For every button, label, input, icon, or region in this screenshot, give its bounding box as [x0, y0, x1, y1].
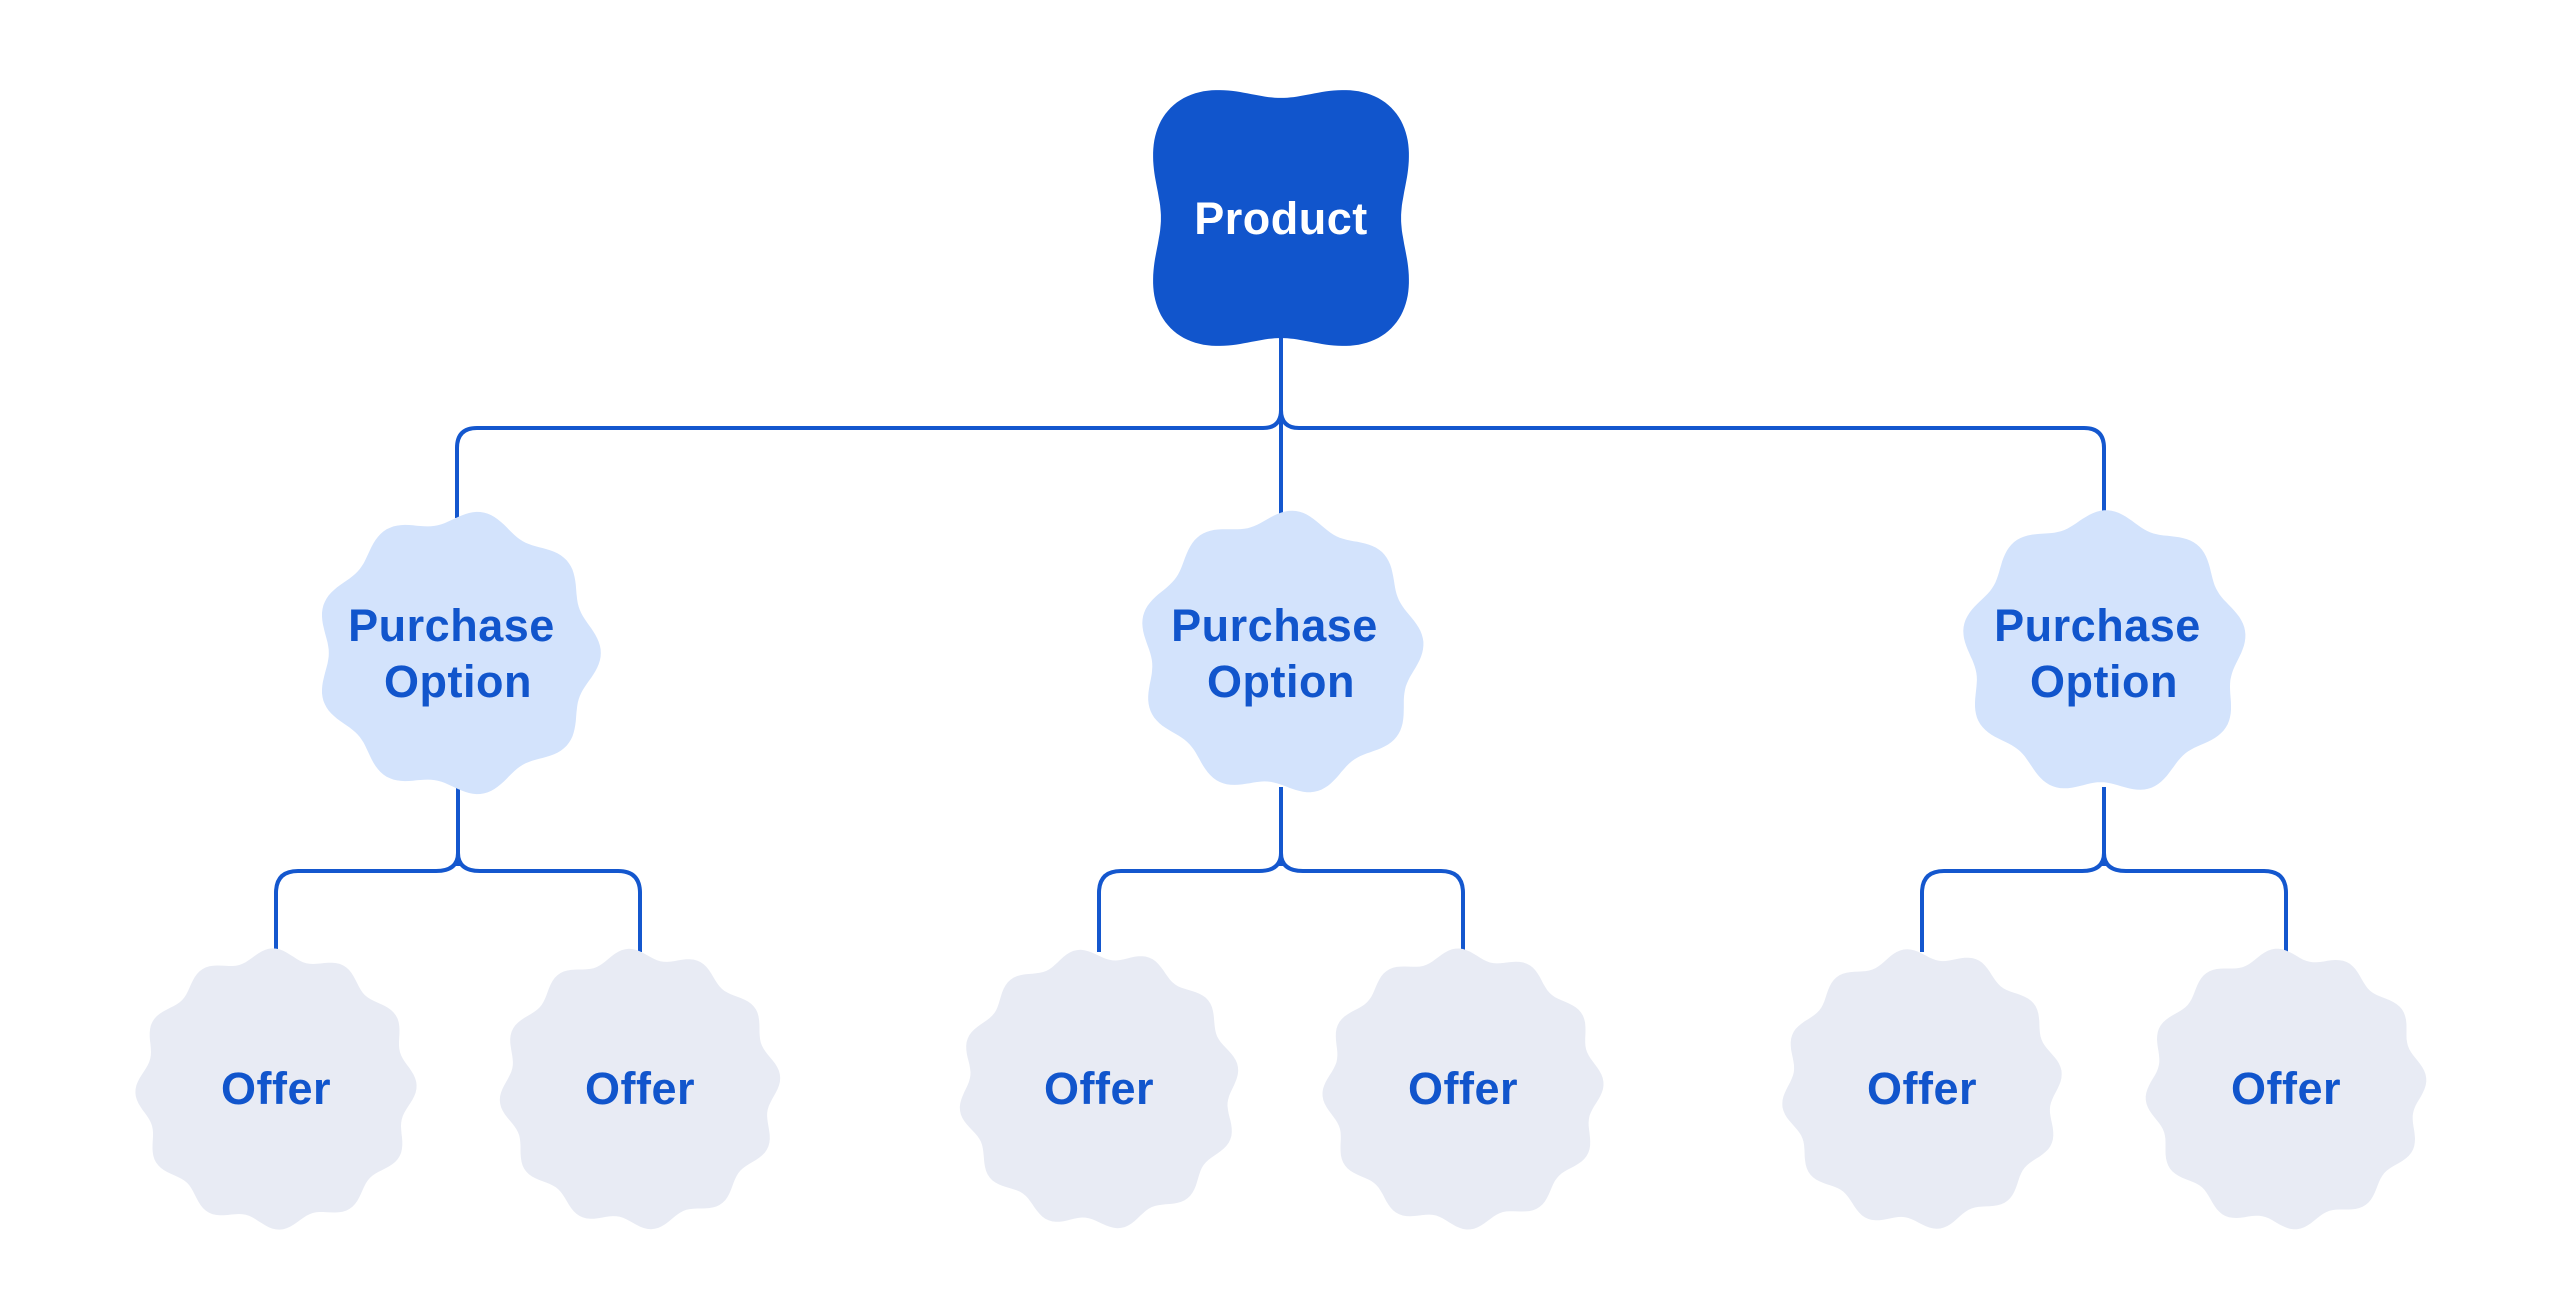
offer-label-text: Offer [585, 1063, 695, 1114]
purchase-option-label-line-1: Purchase [1171, 600, 1378, 651]
purchase-option-label-line-1: Purchase [348, 600, 555, 651]
offer-node-shape-6 [2145, 948, 2427, 1230]
offer-node-label-2: Offer [585, 1063, 695, 1114]
offer-node-label-5: Offer [1867, 1063, 1977, 1114]
node-purchase-option-3: Purchase Option [1963, 510, 2246, 790]
offer-label-text: Offer [1044, 1063, 1154, 1114]
connector-option2-right-branch [1279, 852, 1465, 952]
purchase-option-node-label-3: Purchase Option [1994, 600, 2214, 707]
offer-node-shape-3 [959, 949, 1239, 1229]
purchase-option-node-shape-1 [322, 511, 601, 795]
connectors-option3-to-offers [1920, 787, 2288, 952]
product-node-label-text: Product [1194, 193, 1368, 244]
connector-option3-left-branch [1920, 852, 2106, 952]
purchase-option-node-shape-3 [1963, 510, 2246, 790]
node-purchase-option-2: Purchase Option [1142, 510, 1424, 793]
offer-node-label-3: Offer [1044, 1063, 1154, 1114]
offer-label-text: Offer [1408, 1063, 1518, 1114]
purchase-option-node-shape-2 [1142, 510, 1424, 793]
connector-option1-right-branch [456, 852, 642, 952]
connector-right-arm [1279, 409, 2106, 518]
connector-left-arm [455, 409, 1283, 518]
offer-node-shape-4 [1322, 948, 1604, 1230]
node-product: Product [1153, 90, 1409, 346]
connector-option3-right-branch [2102, 852, 2288, 952]
offer-node-shape-2 [499, 948, 781, 1230]
node-offer-6: Offer [2145, 948, 2427, 1230]
connector-option2-left-branch [1097, 852, 1283, 952]
offer-node-label-1: Offer [221, 1063, 331, 1114]
offer-node-shape-5 [1782, 949, 2062, 1229]
purchase-option-node-label-2: Purchase Option [1171, 600, 1391, 707]
node-offer-2: Offer [499, 948, 781, 1230]
purchase-option-label-line-2: Option [2030, 656, 2178, 707]
product-node-shape [1153, 90, 1409, 346]
connectors-option1-to-offers [274, 787, 642, 952]
product-node-label: Product [1194, 193, 1368, 244]
offer-label-text: Offer [221, 1063, 331, 1114]
offer-label-text: Offer [1867, 1063, 1977, 1114]
offer-node-label-4: Offer [1408, 1063, 1518, 1114]
node-offer-1: Offer [135, 948, 417, 1230]
purchase-option-node-label-1: Purchase Option [348, 600, 568, 707]
purchase-option-label-line-2: Option [384, 656, 532, 707]
connectors-option2-to-offers [1097, 787, 1465, 952]
connectors-product-to-options [455, 336, 2106, 518]
node-purchase-option-1: Purchase Option [322, 511, 601, 795]
connector-option1-left-branch [274, 852, 460, 952]
purchase-option-label-line-2: Option [1207, 656, 1355, 707]
offer-label-text: Offer [2231, 1063, 2341, 1114]
offer-node-shape-1 [135, 948, 417, 1230]
node-offer-3: Offer [959, 949, 1239, 1229]
purchase-option-label-line-1: Purchase [1994, 600, 2201, 651]
node-offer-5: Offer [1782, 949, 2062, 1229]
node-offer-4: Offer [1322, 948, 1604, 1230]
offer-node-label-6: Offer [2231, 1063, 2341, 1114]
